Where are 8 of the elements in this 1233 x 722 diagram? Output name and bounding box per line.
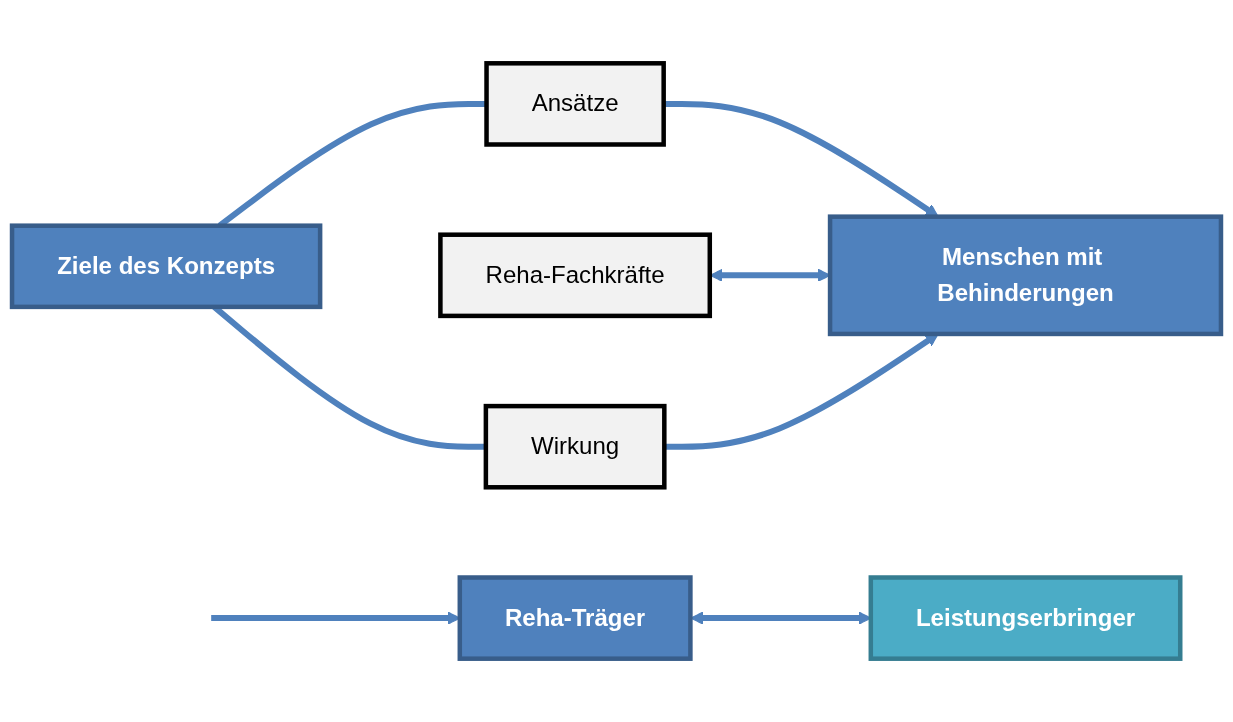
node-box: Reha-Fachkräfte [438, 232, 713, 319]
node-box: Ansätze [484, 61, 666, 147]
node-box: Ziele des Konzepts [9, 223, 323, 310]
arrow [664, 333, 939, 450]
node-box: Leistungserbringer [868, 575, 1183, 661]
node-box: Menschen mit Behinderungen [827, 214, 1224, 337]
node-box: Reha-Träger [457, 575, 693, 661]
node-box: Wirkung [483, 403, 667, 490]
